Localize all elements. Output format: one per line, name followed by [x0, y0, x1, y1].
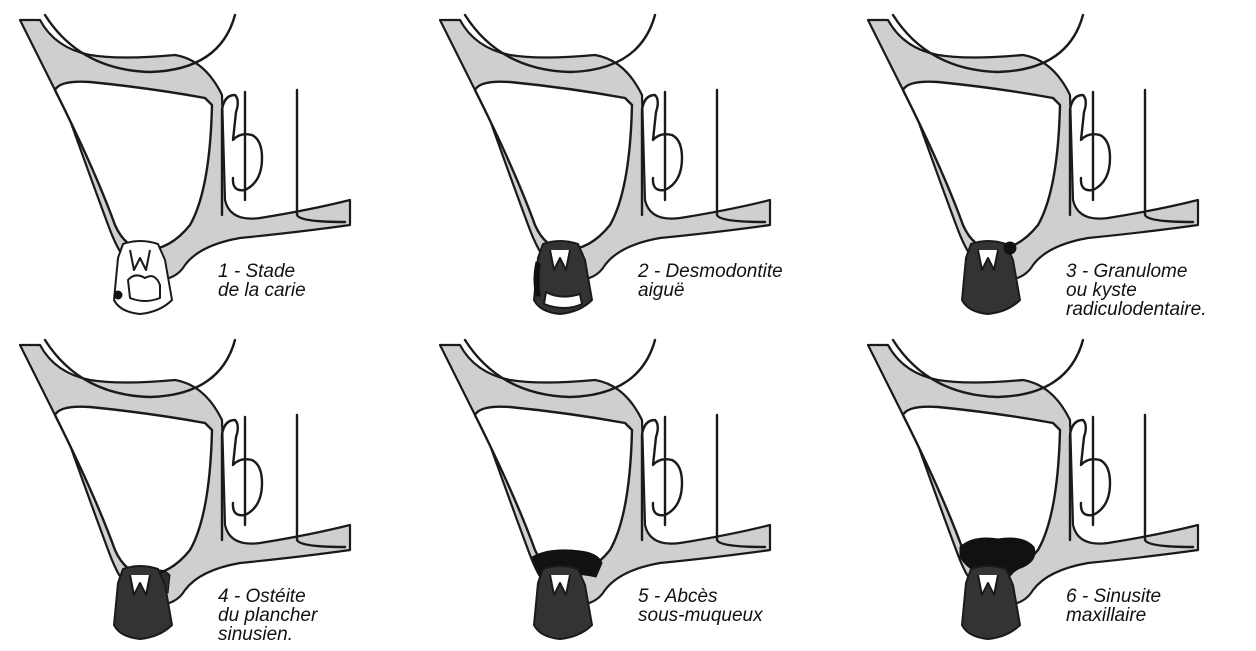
maxillary-sinus [55, 82, 212, 250]
caption-3-line-2: ou kyste [1066, 281, 1206, 300]
periodontal-inflammation [534, 262, 540, 296]
panel-1: 1 - Stade de la carie [0, 0, 400, 320]
panel-6-illustration [848, 325, 1248, 645]
panel-6: 6 - Sinusite maxillaire [848, 325, 1248, 645]
caption-1: 1 - Stade de la carie [218, 262, 306, 300]
caption-1-line-1: 1 - Stade [218, 262, 306, 281]
panel-4: 4 - Ostéite du plancher sinusien. [0, 325, 400, 645]
caption-6: 6 - Sinusite maxillaire [1066, 587, 1161, 625]
caption-3-line-3: radiculodentaire. [1066, 300, 1206, 319]
caption-2-line-1: 2 - Desmodontite [638, 262, 783, 281]
panel-1-illustration [0, 0, 400, 320]
caption-6-line-1: 6 - Sinusite [1066, 587, 1161, 606]
nasal-turbinate [642, 90, 765, 222]
caption-2-line-2: aiguë [638, 281, 783, 300]
panel-5: 5 - Abcès sous-muqueux [420, 325, 820, 645]
maxillary-sinus [475, 82, 632, 250]
caption-5: 5 - Abcès sous-muqueux [638, 587, 763, 625]
caption-4-line-2: du plancher [218, 606, 317, 625]
nasal-turbinate [1070, 415, 1193, 547]
caption-4-line-3: sinusien. [218, 625, 317, 644]
panel-2: 2 - Desmodontite aiguë [420, 0, 820, 320]
caption-5-line-2: sous-muqueux [638, 606, 763, 625]
maxillary-sinus [55, 407, 212, 575]
caption-6-line-2: maxillaire [1066, 606, 1161, 625]
caption-4-line-1: 4 - Ostéite [218, 587, 317, 606]
granuloma [1004, 242, 1016, 254]
maxillary-sinus [903, 82, 1060, 250]
nasal-turbinate [1070, 90, 1193, 222]
caption-5-line-1: 5 - Abcès [638, 587, 763, 606]
caption-3-line-1: 3 - Granulome [1066, 262, 1206, 281]
caption-1-line-2: de la carie [218, 281, 306, 300]
caption-2: 2 - Desmodontite aiguë [638, 262, 783, 300]
panel-4-illustration [0, 325, 400, 645]
nasal-turbinate [642, 415, 765, 547]
caption-3: 3 - Granulome ou kyste radiculodentaire. [1066, 262, 1206, 319]
nasal-turbinate [222, 415, 345, 547]
nasal-turbinate [222, 90, 345, 222]
maxillary-sinus [475, 407, 632, 575]
carious-lesion [114, 291, 122, 299]
panel-3: 3 - Granulome ou kyste radiculodentaire. [848, 0, 1248, 320]
caption-4: 4 - Ostéite du plancher sinusien. [218, 587, 317, 644]
